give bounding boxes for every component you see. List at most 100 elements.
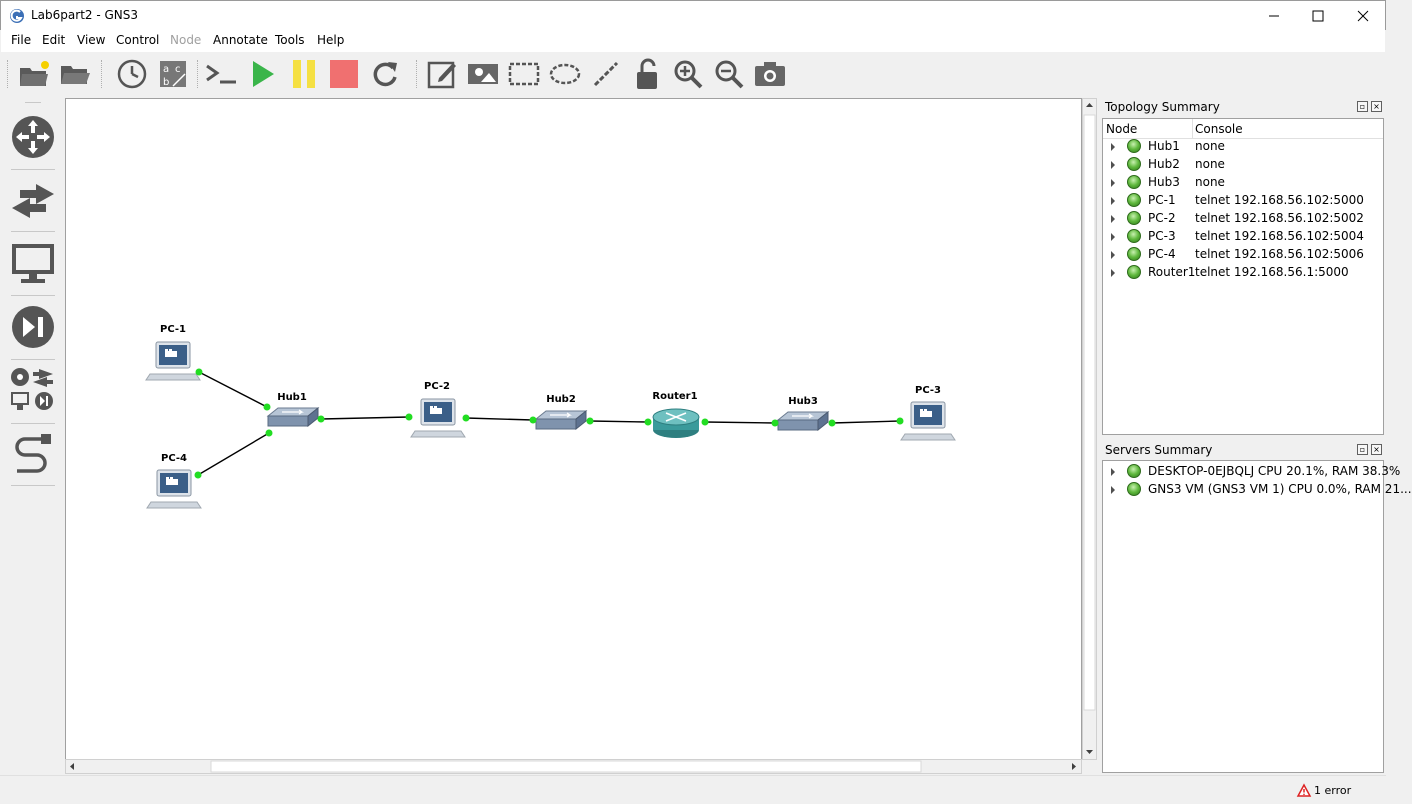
column-header-node[interactable]: Node — [1106, 122, 1138, 136]
column-header-console[interactable]: Console — [1195, 122, 1243, 136]
menu-edit[interactable]: Edit — [42, 33, 66, 47]
topology-tree[interactable]: Node Console Hub1 none Hub2 none Hub3 no… — [1102, 118, 1384, 435]
hub1-node[interactable] — [267, 407, 319, 427]
topology-row[interactable]: Router1 telnet 192.168.56.1:5000 — [1103, 264, 1383, 282]
canvas-vertical-scrollbar[interactable] — [1082, 98, 1097, 760]
open-project-button[interactable] — [58, 57, 92, 91]
menu-control[interactable]: Control — [116, 33, 160, 47]
topology-row[interactable]: PC-1 telnet 192.168.56.102:5000 — [1103, 192, 1383, 210]
vscroll-arrows — [1083, 103, 1096, 754]
error-count[interactable]: 1 error — [1314, 784, 1352, 797]
expand-arrow-icon[interactable] — [1111, 468, 1115, 476]
canvas-horizontal-scrollbar[interactable] — [65, 759, 1082, 774]
zoom-out-button[interactable] — [712, 57, 746, 91]
menu-annotate[interactable]: Annotate — [213, 33, 268, 47]
maximize-button[interactable] — [1295, 1, 1341, 31]
status-running-icon — [1127, 482, 1141, 496]
node-name: Hub3 — [1148, 175, 1180, 189]
sidebar-separator — [11, 295, 55, 296]
draw-ellipse-button[interactable] — [548, 57, 582, 91]
ellipse-icon — [549, 63, 581, 85]
minimize-button[interactable] — [1251, 1, 1297, 31]
node-console: telnet 192.168.56.102:5006 — [1195, 247, 1364, 261]
console-all-button[interactable] — [204, 57, 238, 91]
topology-row[interactable]: Hub2 none — [1103, 156, 1383, 174]
status-bar: 1 error — [0, 775, 1386, 804]
status-running-icon — [1127, 139, 1141, 153]
unlock-icon — [637, 58, 657, 89]
pc-3-node[interactable] — [900, 401, 956, 441]
sidebar-separator — [11, 169, 55, 170]
start-all-button[interactable] — [246, 57, 280, 91]
menu-file[interactable]: File — [11, 33, 32, 47]
router1-node[interactable] — [652, 408, 700, 438]
close-panel-button[interactable]: × — [1371, 444, 1382, 455]
topology-row[interactable]: PC-3 telnet 192.168.56.102:5004 — [1103, 228, 1383, 246]
add-link-button[interactable] — [9, 429, 57, 477]
expand-arrow-icon[interactable] — [1111, 251, 1115, 259]
hub3-node[interactable] — [777, 411, 829, 431]
zoom-in-button[interactable] — [671, 57, 705, 91]
close-button[interactable] — [1340, 1, 1386, 31]
snapshot-button[interactable] — [115, 57, 149, 91]
topology-summary-panel: Topology Summary ▫ × Node Console Hub1 n… — [1101, 98, 1385, 438]
servers-tree[interactable]: DESKTOP-0EJBQLJ CPU 20.1%, RAM 38.3% GNS… — [1102, 460, 1412, 773]
browse-routers-button[interactable] — [9, 113, 57, 161]
pc-2-node[interactable] — [410, 398, 466, 438]
menu-node[interactable]: Node — [170, 33, 202, 47]
browse-end-devices-button[interactable] — [9, 239, 57, 287]
pc-1-node[interactable] — [145, 341, 201, 381]
draw-rectangle-button[interactable] — [507, 57, 541, 91]
menu-tools[interactable]: Tools — [275, 33, 305, 47]
new-project-button[interactable] — [17, 57, 51, 91]
float-panel-button[interactable]: ▫ — [1357, 101, 1368, 112]
status-running-icon — [1127, 193, 1141, 207]
link-endpoints — [194, 368, 904, 479]
lock-items-button[interactable] — [630, 57, 664, 91]
topology-row[interactable]: PC-2 telnet 192.168.56.102:5002 — [1103, 210, 1383, 228]
reload-all-button[interactable] — [368, 57, 402, 91]
topology-row[interactable]: Hub1 none — [1103, 138, 1383, 156]
sidebar-separator — [11, 485, 55, 486]
browse-security-devices-button[interactable] — [9, 303, 57, 351]
all-devices-icon — [11, 368, 53, 410]
server-row[interactable]: GNS3 VM (GNS3 VM 1) CPU 0.0%, RAM 21... — [1103, 481, 1412, 499]
screenshot-button[interactable] — [753, 57, 787, 91]
float-panel-button[interactable]: ▫ — [1357, 444, 1368, 455]
expand-arrow-icon[interactable] — [1111, 486, 1115, 494]
expand-arrow-icon[interactable] — [1111, 179, 1115, 187]
add-note-button[interactable] — [425, 57, 459, 91]
pc-4-node[interactable] — [146, 469, 202, 509]
node-console: telnet 192.168.56.102:5004 — [1195, 229, 1364, 243]
hub2-node[interactable] — [535, 410, 587, 430]
suspend-all-button[interactable] — [287, 57, 321, 91]
play-icon — [253, 61, 274, 87]
status-running-icon — [1127, 464, 1141, 478]
server-row[interactable]: DESKTOP-0EJBQLJ CPU 20.1%, RAM 38.3% — [1103, 463, 1400, 481]
menu-view[interactable]: View — [77, 33, 106, 47]
reload-icon — [373, 62, 397, 87]
expand-arrow-icon[interactable] — [1111, 233, 1115, 241]
expand-arrow-icon[interactable] — [1111, 215, 1115, 223]
stop-icon — [330, 60, 358, 88]
insert-picture-button[interactable] — [466, 57, 500, 91]
zoom-in-icon — [674, 60, 703, 89]
draw-line-button[interactable] — [589, 57, 623, 91]
browse-switches-button[interactable] — [9, 177, 57, 225]
expand-arrow-icon[interactable] — [1111, 161, 1115, 169]
close-panel-button[interactable]: × — [1371, 101, 1382, 112]
expand-arrow-icon[interactable] — [1111, 143, 1115, 151]
expand-arrow-icon[interactable] — [1111, 197, 1115, 205]
topology-row[interactable]: PC-4 telnet 192.168.56.102:5006 — [1103, 246, 1383, 264]
topology-canvas[interactable]: PC-1 PC-4 Hub1 PC-2 Hub2 Router1 Hub3 PC… — [65, 98, 1082, 760]
expand-arrow-icon[interactable] — [1111, 269, 1115, 277]
stop-all-button[interactable] — [327, 57, 361, 91]
play-pause-icon — [12, 306, 54, 348]
servers-summary-panel: Servers Summary ▫ × DESKTOP-0EJBQLJ CPU … — [1101, 441, 1412, 774]
close-icon — [1357, 10, 1369, 22]
browse-all-devices-button[interactable] — [9, 365, 57, 413]
topology-row[interactable]: Hub3 none — [1103, 174, 1383, 192]
status-running-icon — [1127, 175, 1141, 189]
menu-help[interactable]: Help — [317, 33, 345, 47]
